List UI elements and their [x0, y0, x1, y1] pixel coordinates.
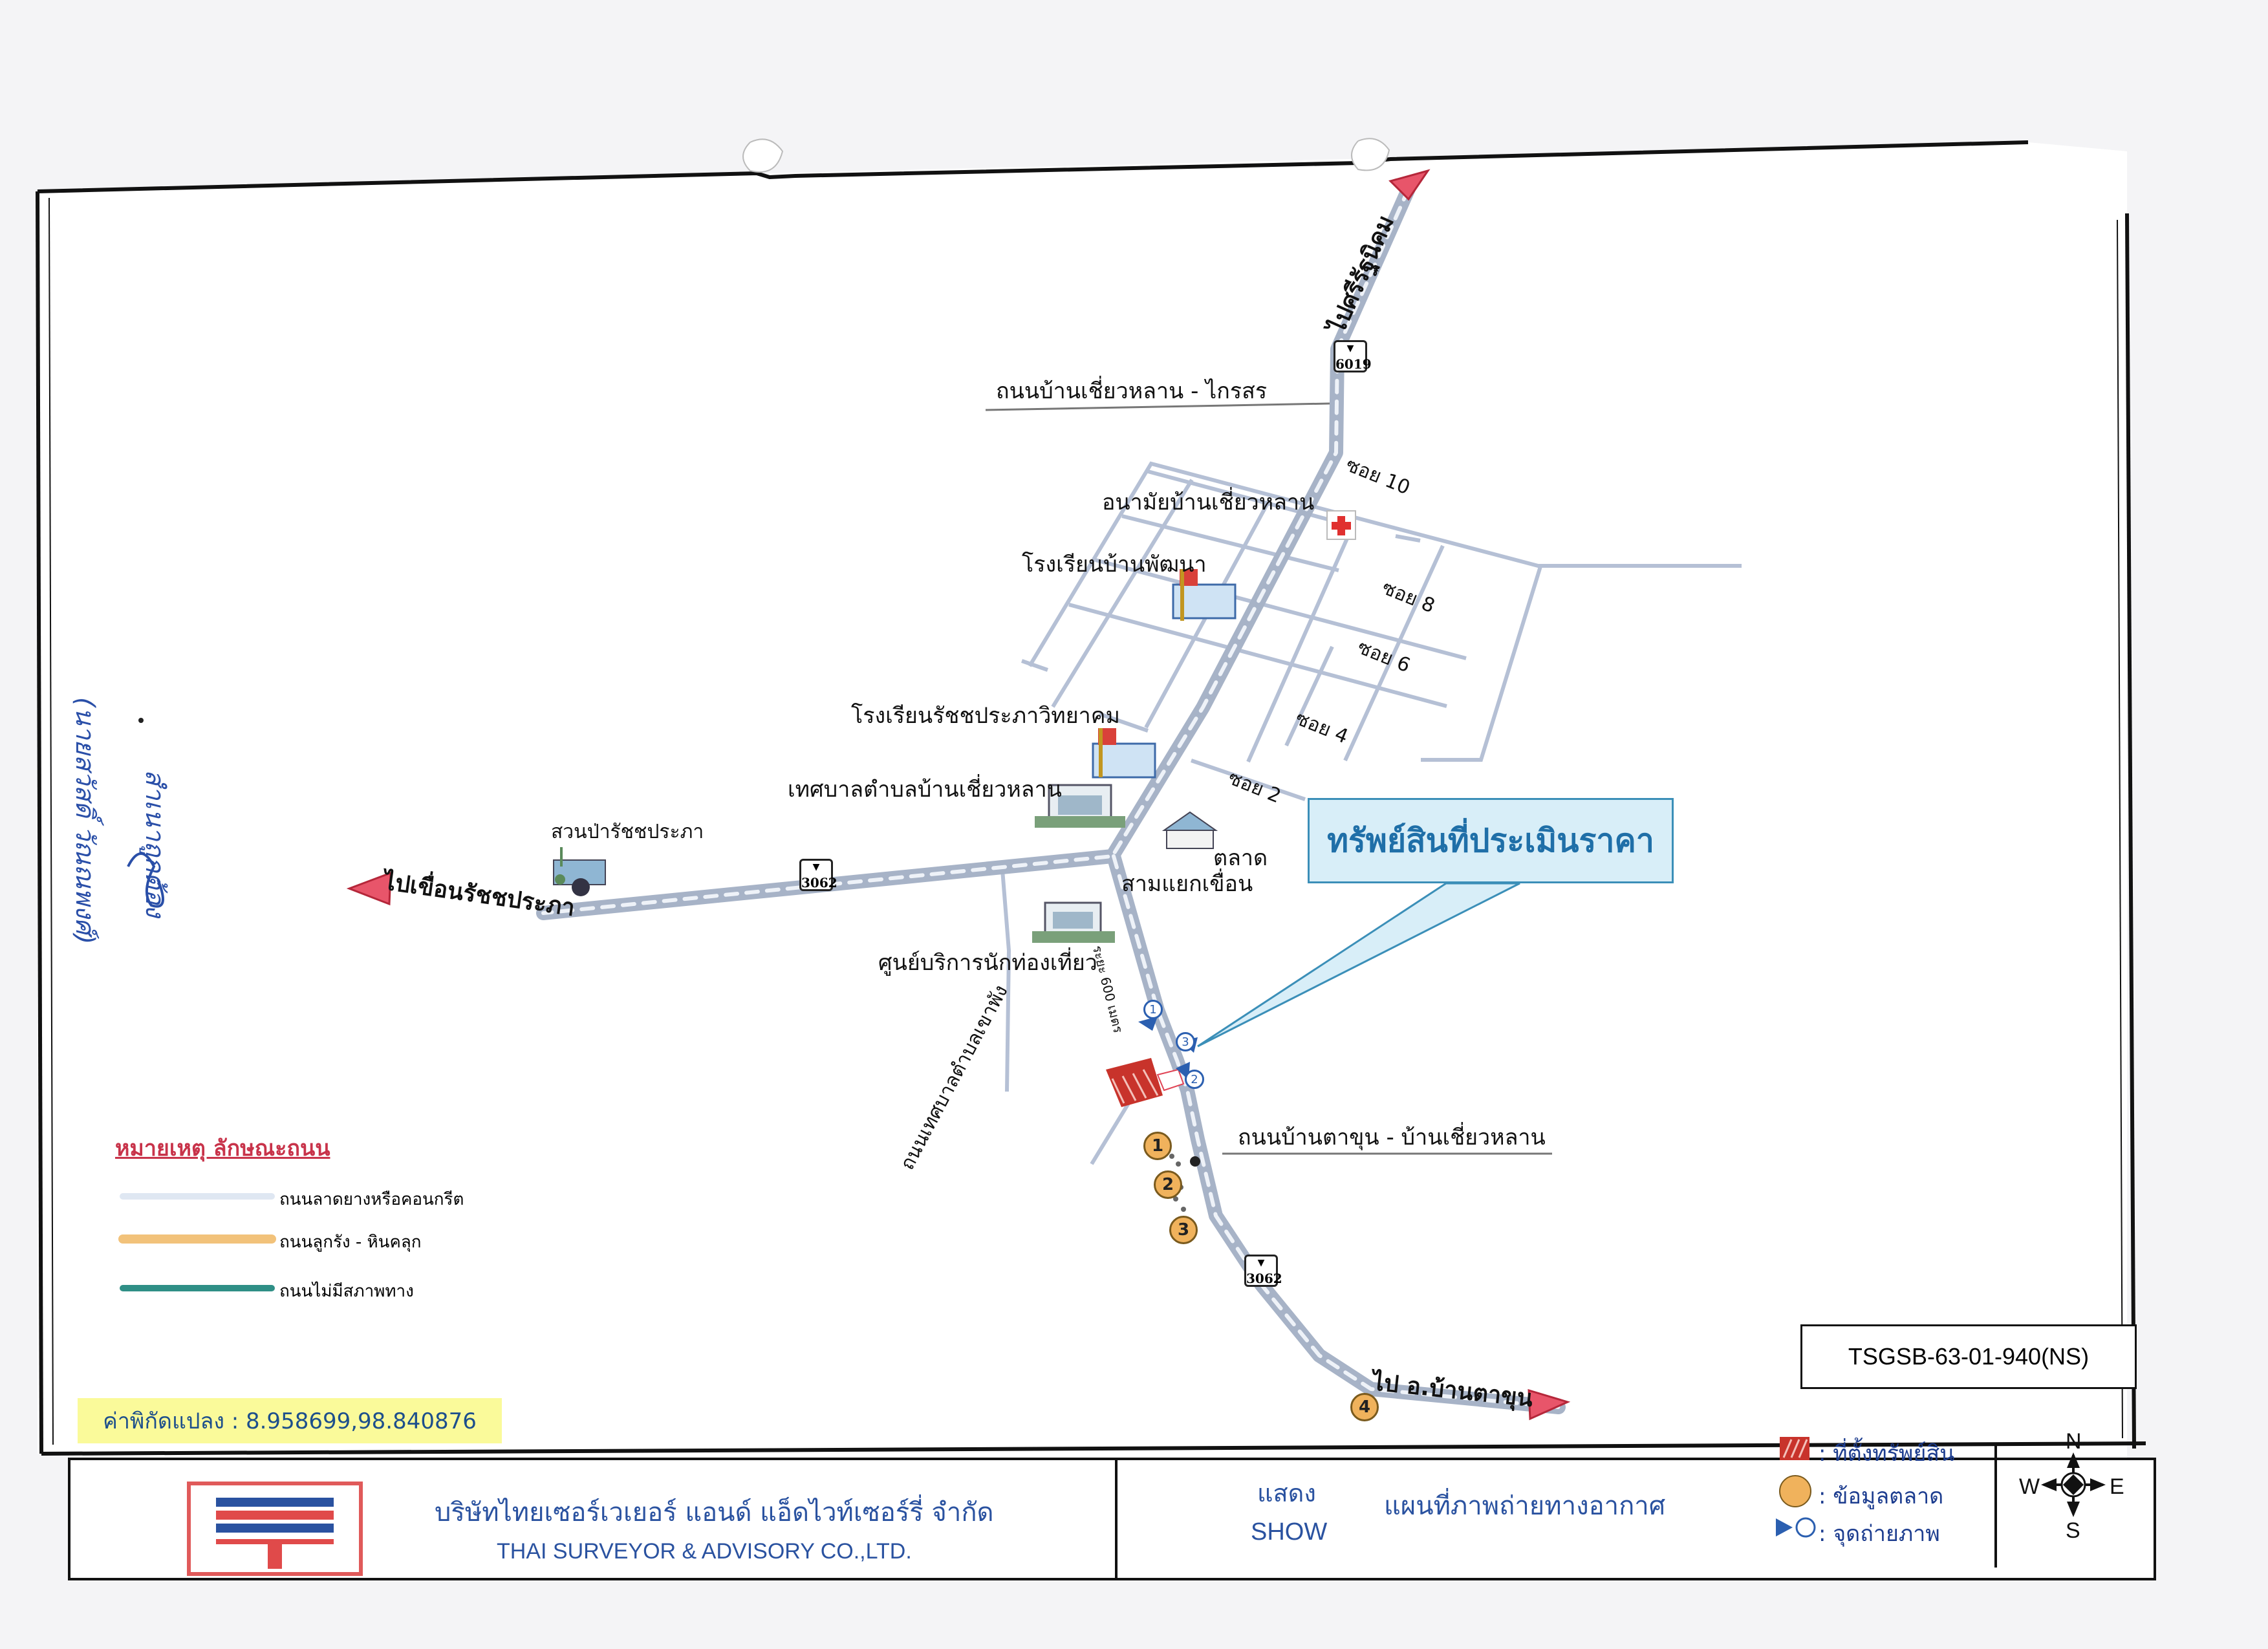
school-pattana-icon [1172, 569, 1237, 621]
signature-mark [127, 718, 164, 908]
tourist-center-icon [1032, 901, 1115, 943]
legend-item: ถนนไม่มีสภาพทาง [279, 1278, 414, 1304]
market-data-number: 4 [1358, 1397, 1371, 1417]
photo-point-number: 3 [1182, 1035, 1189, 1049]
route-number-north: 6019 [1335, 356, 1372, 372]
photo-point-number: 1 [1149, 1002, 1157, 1017]
legend-item: ถนนลูกรัง - หินคลุก [279, 1229, 422, 1255]
route-badge-north: 6019 [1334, 340, 1372, 372]
photo-point: 1 [1143, 1000, 1163, 1019]
market-data-number: 1 [1151, 1136, 1164, 1156]
legend-item: ถนนลาดยางหรือคอนกรีต [279, 1186, 464, 1212]
footer-key-icons [1776, 1437, 1816, 1538]
label-underlines [985, 402, 1552, 1155]
route-number-west: 3062 [801, 875, 837, 890]
route-badge-west: 3062 [799, 859, 837, 891]
market-data-marker: 4 [1350, 1393, 1379, 1421]
market-data-marker: 3 [1169, 1216, 1198, 1244]
health-center-label: อนามัยบ้านเชี่ยวหลาน [1102, 490, 1315, 515]
health-center-icon [1326, 510, 1356, 540]
handwritten-certification-line2: (นายสวัสดิ์ วัณณพงศ์) [70, 697, 100, 945]
key-market-data: : ข้อมูลตลาด [1819, 1478, 1943, 1513]
market-label-line2: สามแยกเขื่อน [1121, 871, 1253, 897]
school-pattana-label: โรงเรียนบ้านพัฒนา [1022, 552, 1207, 577]
reference-number: TSGSB-63-01-940(NS) [1800, 1324, 2137, 1389]
company-logo-icon [187, 1482, 363, 1576]
tourist-center-label: ศูนย์บริการนักท่องเที่ยว [878, 950, 1097, 976]
market-data-swatch [1779, 1475, 1811, 1507]
municipality-label: เทศบาลตำบลบ้านเชี่ยวหลาน [788, 777, 1062, 803]
photo-point: 3 [1176, 1032, 1195, 1051]
key-subject-site: : ที่ตั้งทรัพย์สิน [1819, 1436, 1954, 1471]
subject-parcel [1106, 1058, 1185, 1107]
school-ratchaprapha-icon [1092, 728, 1156, 779]
minor-streets [1000, 461, 1742, 1165]
reference-number-text: TSGSB-63-01-940(NS) [1848, 1343, 2090, 1370]
compass-icon [2041, 1452, 2106, 1517]
main-roads [536, 182, 1566, 1414]
legend-title: หมายเหตุ ลักษณะถนน [115, 1136, 330, 1161]
map-type-label: แผนที่ภาพถ่ายทางอากาศ [1384, 1491, 1666, 1521]
photo-point-number: 2 [1191, 1072, 1198, 1086]
park-icon [553, 847, 606, 896]
legend-item-label: ถนนลูกรัง - หินคลุก [279, 1233, 422, 1252]
photo-point-swatch [1776, 1517, 1816, 1538]
parcel-coordinates: ค่าพิกัดแปลง : 8.958699,98.840876 [78, 1398, 502, 1443]
market-data-marker: 1 [1143, 1132, 1172, 1160]
legend-item-label: ถนนไม่มีสภาพทาง [279, 1282, 414, 1301]
school-ratchaprapha-label: โรงเรียนรัชชประภาวิทยาคม [851, 703, 1120, 729]
show-label-english: SHOW [1251, 1518, 1328, 1546]
compass-east-label: E [2110, 1474, 2124, 1499]
compass-west-label: W [2019, 1474, 2040, 1499]
route-badge-south: 3062 [1244, 1255, 1282, 1287]
southeast-arrow-icon [1528, 1388, 1571, 1421]
key-photo-point-label: : จุดถ่ายภาพ [1819, 1521, 1940, 1547]
market-label-line1: ตลาด [1213, 845, 1268, 871]
market-data-number: 3 [1177, 1220, 1190, 1240]
company-name-english: THAI SURVEYOR & ADVISORY CO.,LTD. [497, 1539, 912, 1564]
parcel-coordinates-text: ค่าพิกัดแปลง : 8.958699,98.840876 [103, 1408, 477, 1434]
west-arrow-icon [346, 871, 392, 906]
company-name-thai: บริษัทไทยเซอร์เวเยอร์ แอนด์ แอ็ดไวท์เซอร… [435, 1498, 994, 1527]
subject-property-text: ทรัพย์สินที่ประเมินราคา [1327, 821, 1654, 859]
market-data-number: 2 [1161, 1175, 1174, 1194]
legend-item-label: ถนนลาดยางหรือคอนกรีต [279, 1190, 464, 1209]
north-road-label: ถนนบ้านเชี่ยวหลาน - ไกรสร [996, 378, 1268, 404]
key-market-data-label: : ข้อมูลตลาด [1819, 1483, 1944, 1509]
park-label: สวนป่ารัชชประภา [551, 821, 704, 843]
photo-point: 2 [1185, 1070, 1204, 1089]
key-photo-point: : จุดถ่ายภาพ [1819, 1516, 1940, 1551]
north-arrow-icon [1388, 169, 1431, 201]
market-building-icon [1161, 811, 1218, 849]
route-number-south: 3062 [1246, 1271, 1282, 1286]
market-data-marker: 2 [1154, 1170, 1182, 1199]
show-label-thai: แสดง [1257, 1479, 1316, 1507]
key-subject-site-label: : ที่ตั้งทรัพย์สิน [1819, 1441, 1955, 1467]
south-road-label: ถนนบ้านตาขุน - บ้านเชี่ยวหลาน [1238, 1125, 1546, 1150]
municipality-building-icon [1035, 784, 1125, 828]
subject-callout-pointer [1197, 882, 1520, 1048]
subject-property-label: ทรัพย์สินที่ประเมินราคา [1308, 798, 1674, 883]
compass-south-label: S [2066, 1518, 2080, 1543]
compass-north-label: N [2066, 1429, 2082, 1454]
direction-arrows [346, 169, 1571, 1421]
legend-swatches [118, 1193, 276, 1291]
handwritten-certification-line1: สำเนาถูกต้อง [140, 770, 169, 918]
